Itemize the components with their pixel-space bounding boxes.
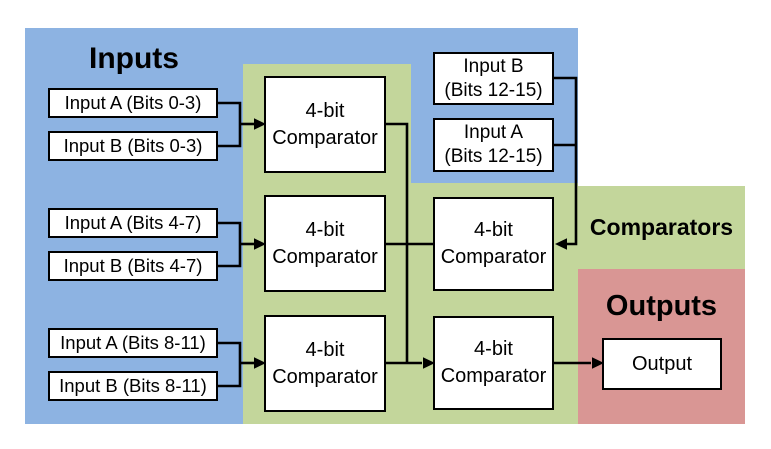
input-b-bits-12-15-box: Input B (Bits 12-15) — [433, 52, 554, 105]
wire-inputs-0-3-to-comparator1 — [218, 101, 266, 148]
comparator-3-line2: Comparator — [272, 365, 378, 388]
comparator-5-line2: Comparator — [440, 365, 547, 387]
input-b-bits-0-3-box: Input B (Bits 0-3) — [48, 131, 218, 161]
input-a-bits-0-3-box: Input A (Bits 0-3) — [48, 88, 218, 118]
input-b-bits-12-15-line1: Input B — [463, 55, 524, 77]
comparator-3-box: 4-bit Comparator — [264, 315, 386, 412]
input-b-bits-12-15-line2: (Bits 12-15) — [444, 79, 543, 101]
wire-inputs-4-7-to-comparator2 — [218, 221, 266, 268]
wire-comparator1-cascade — [386, 122, 409, 363]
input-a-bits-4-7-label: Input A (Bits 4-7) — [64, 211, 202, 233]
comparator-4-box: 4-bit Comparator — [433, 197, 554, 291]
comparator-1-box: 4-bit Comparator — [264, 76, 386, 173]
output-box-label: Output — [631, 352, 693, 375]
comparator-1-line2: Comparator — [272, 126, 378, 149]
output-box: Output — [602, 338, 722, 390]
input-a-bits-12-15-box: Input A (Bits 12-15) — [433, 118, 554, 172]
input-a-bits-12-15-line2: (Bits 12-15) — [444, 146, 543, 167]
wire-comparator5-to-output — [554, 357, 604, 369]
comparator-4-line2: Comparator — [440, 246, 547, 268]
input-a-bits-8-11-label: Input A (Bits 8-11) — [60, 331, 206, 353]
input-a-bits-8-11-box: Input A (Bits 8-11) — [48, 328, 218, 358]
comparators-region-right — [578, 186, 745, 269]
input-b-bits-0-3-label: Input B (Bits 0-3) — [63, 134, 203, 156]
input-b-bits-4-7-label: Input B (Bits 4-7) — [63, 254, 203, 276]
input-a-bits-4-7-box: Input A (Bits 4-7) — [48, 208, 218, 238]
comparator-5-box: 4-bit Comparator — [433, 316, 554, 410]
input-b-bits-8-11-box: Input B (Bits 8-11) — [48, 371, 218, 401]
input-b-bits-8-11-label: Input B (Bits 8-11) — [59, 374, 207, 396]
wire-inputs-12-15-to-comparator4 — [554, 76, 578, 250]
input-a-bits-0-3-label: Input A (Bits 0-3) — [64, 91, 202, 113]
input-a-bits-12-15-line1: Input A — [463, 122, 524, 144]
comparator-2-box: 4-bit Comparator — [264, 195, 386, 292]
comparator-2-line2: Comparator — [272, 245, 378, 268]
inputs-title: Inputs — [89, 42, 179, 75]
comparator-2-line1: 4-bit — [305, 218, 345, 241]
wire-inputs-8-11-to-comparator3 — [218, 341, 266, 388]
input-b-bits-4-7-box: Input B (Bits 4-7) — [48, 251, 218, 281]
outputs-title: Outputs — [605, 290, 718, 322]
comparator-1-line1: 4-bit — [305, 99, 345, 122]
comparator-3-line1: 4-bit — [305, 338, 345, 361]
comparator-5-line1: 4-bit — [474, 338, 513, 360]
comparator-4-line1: 4-bit — [474, 219, 513, 241]
comparators-title: Comparators — [589, 214, 734, 240]
wire-comparator3-to-comparator5 — [386, 357, 435, 369]
